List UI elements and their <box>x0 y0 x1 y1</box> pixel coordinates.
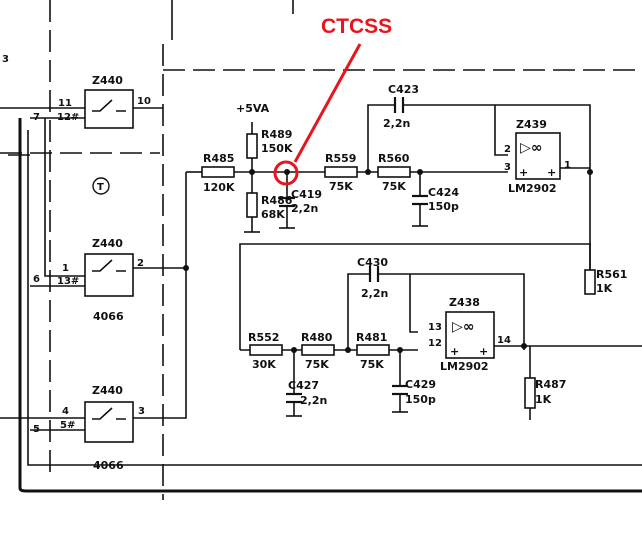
resistor-ref: R552 <box>248 331 279 344</box>
resistor-r486 <box>246 192 258 218</box>
resistor-ref: R561 <box>596 268 627 281</box>
switch-pin: 2 <box>137 258 144 269</box>
capacitor-c419 <box>279 196 295 208</box>
opamp-pin: 14 <box>497 335 511 346</box>
capacitor-c424 <box>412 194 428 206</box>
opamp-pin: 3 <box>504 162 511 173</box>
capacitor-ref: C419 <box>291 188 322 201</box>
switch-type: 4066 <box>93 310 124 323</box>
capacitor-value: 2,2n <box>300 394 327 407</box>
test-point-label: T <box>97 182 104 193</box>
switch-ref: Z440 <box>92 74 123 87</box>
capacitor-ref: C429 <box>405 378 436 391</box>
resistor-r559 <box>324 166 358 178</box>
bus-pin-label: 7 <box>33 112 40 123</box>
resistor-r561 <box>584 269 596 295</box>
resistor-ref: R480 <box>301 331 333 344</box>
resistor-value: 1K <box>535 393 552 406</box>
opamp-symbol: ▷∞ <box>452 319 474 335</box>
resistor-ref: R489 <box>261 128 292 141</box>
resistor-ref: R559 <box>325 152 356 165</box>
resistor-value: 75K <box>305 358 329 371</box>
opamp-plus: + <box>479 345 488 358</box>
ctcss-annotation: CTCSS <box>273 15 392 186</box>
switch-ref: Z440 <box>92 384 123 397</box>
resistor-r489 <box>246 133 258 159</box>
opamp-plus: + <box>547 166 556 179</box>
switch-ref: Z440 <box>92 237 123 250</box>
capacitor-value: 150p <box>405 393 436 406</box>
switch-z440-b: Z440 1 13# 2 4066 <box>57 237 144 323</box>
resistor-value: 68K <box>261 208 285 221</box>
resistor-ref: R560 <box>378 152 410 165</box>
opamp-ref: Z439 <box>516 118 547 131</box>
ctcss-label: CTCSS <box>321 15 392 38</box>
edge-marker: 3 <box>2 54 9 65</box>
capacitor-c427 <box>286 392 302 404</box>
capacitor-ref: C427 <box>288 379 319 392</box>
capacitor-c423 <box>393 97 405 113</box>
bus-pin-label: 6 <box>33 274 40 285</box>
resistor-ref: R485 <box>203 152 234 165</box>
opamp-symbol: ▷∞ <box>520 140 542 156</box>
opamp-part: LM2902 <box>440 360 489 373</box>
opamp-plus: + <box>519 166 528 179</box>
switch-pin: 12# <box>57 112 79 123</box>
switch-z440-c: Z440 4 5# 3 4066 <box>60 384 145 472</box>
opamp-pin: 2 <box>504 144 511 155</box>
switch-pin: 3 <box>138 406 145 417</box>
switch-pin: 10 <box>137 96 151 107</box>
switch-pin: 4 <box>62 406 69 417</box>
switch-pin: 13# <box>57 276 79 287</box>
resistor-r481 <box>356 344 390 356</box>
opamp-pin: 1 <box>564 160 571 171</box>
switch-type: 4066 <box>93 459 124 472</box>
switch-pin: 5# <box>60 420 75 431</box>
switch-pin: 11 <box>58 98 72 109</box>
resistor-ref: R481 <box>356 331 387 344</box>
resistor-value: 75K <box>329 180 353 193</box>
capacitor-value: 150p <box>428 200 459 213</box>
resistor-r487 <box>524 377 536 409</box>
capacitor-c430 <box>368 266 380 282</box>
test-point: T <box>92 177 110 195</box>
resistor-value: 150K <box>261 142 293 155</box>
opamp-z439: Z439 ▷∞ + + 2 3 1 LM2902 <box>504 118 571 195</box>
capacitor-c429 <box>392 384 408 396</box>
bus-pin-label: 5 <box>33 424 40 435</box>
opamp-part: LM2902 <box>508 182 557 195</box>
opamp-pin: 12 <box>428 338 442 349</box>
resistor-r552 <box>249 344 283 356</box>
resistor-r560 <box>377 166 411 178</box>
capacitor-ref: C424 <box>428 186 459 199</box>
resistor-ref: R487 <box>535 378 566 391</box>
ctcss-pointer-line <box>293 43 362 163</box>
switch-pin: 1 <box>62 263 69 274</box>
opamp-pin: 13 <box>428 322 442 333</box>
resistor-r485 <box>201 166 235 178</box>
resistor-value: 75K <box>382 180 406 193</box>
opamp-ref: Z438 <box>449 296 480 309</box>
capacitor-value: 2,2n <box>361 287 388 300</box>
capacitor-ref: C423 <box>388 83 419 96</box>
junctions <box>183 169 593 353</box>
capacitor-value: 2,2n <box>383 117 410 130</box>
resistor-value: 30K <box>252 358 276 371</box>
supply-label: +5VA <box>236 102 270 115</box>
resistor-value: 120K <box>203 181 235 194</box>
resistor-r480 <box>301 344 335 356</box>
opamp-z438: Z438 ▷∞ + + 13 12 14 LM2902 <box>428 296 511 373</box>
resistor-value: 75K <box>360 358 384 371</box>
resistor-value: 1K <box>596 282 613 295</box>
capacitor-value: 2,2n <box>291 202 318 215</box>
capacitor-ref: C430 <box>357 256 388 269</box>
ctcss-highlight-circle <box>273 160 299 186</box>
switch-z440-a: Z440 11 12# 10 <box>57 74 151 129</box>
opamp-plus: + <box>450 345 459 358</box>
